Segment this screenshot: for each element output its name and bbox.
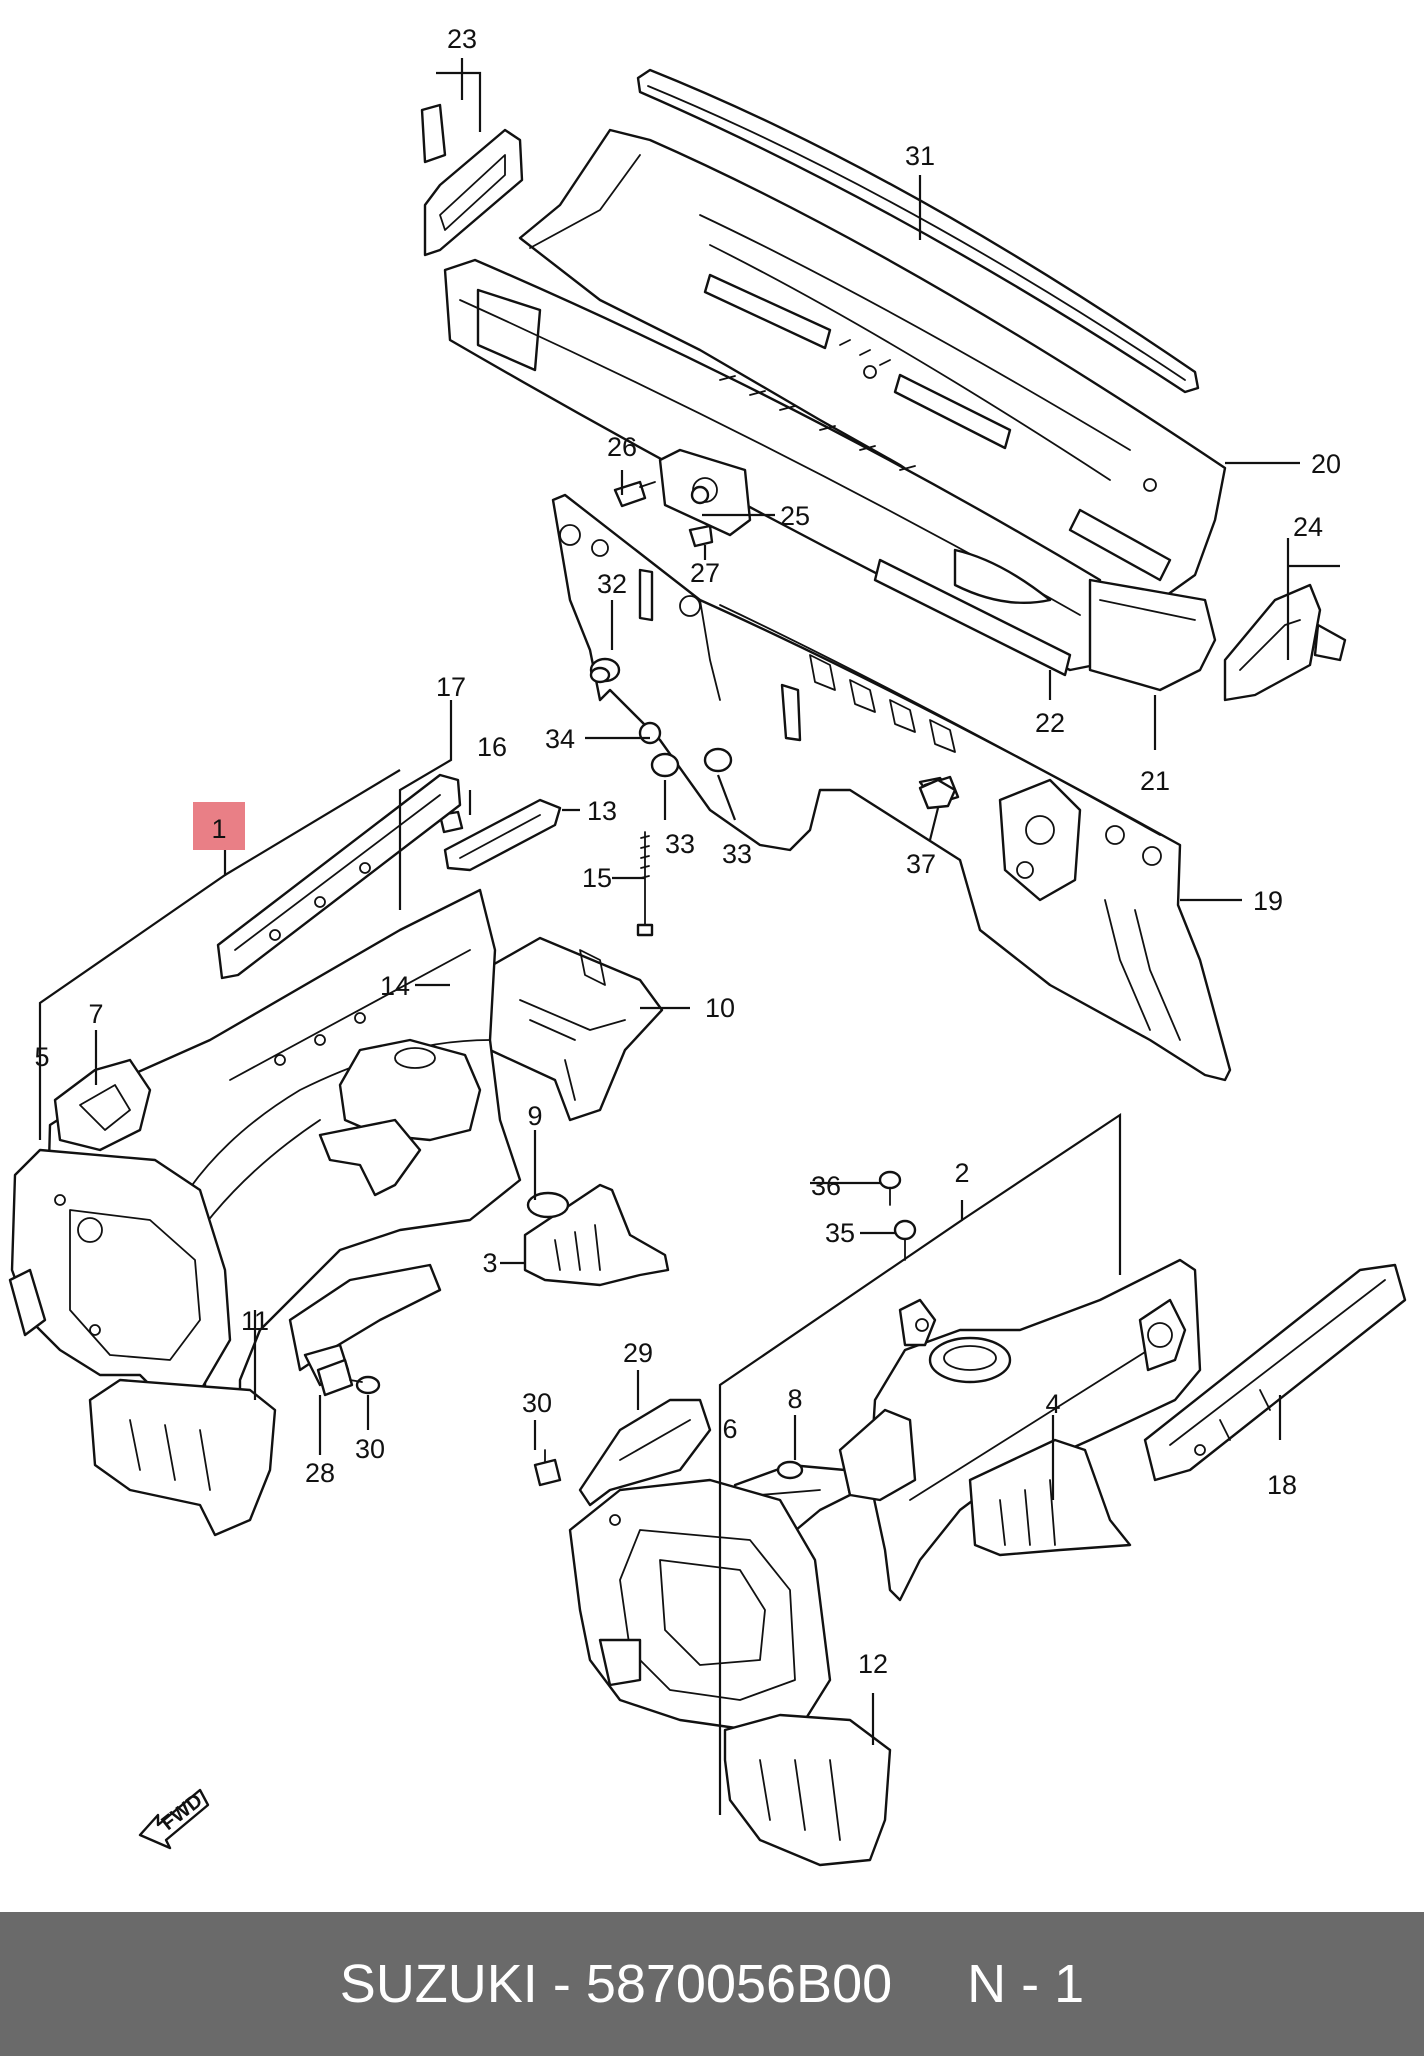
footer-bar: SUZUKI - 5870056B00 N - 1 bbox=[0, 1912, 1424, 2056]
part-10-battery-tray bbox=[473, 936, 664, 1122]
callout-28[interactable]: 28 bbox=[305, 1458, 335, 1488]
part-2-right-panel bbox=[868, 1258, 1202, 1602]
callout-24[interactable]: 24 bbox=[1293, 512, 1323, 542]
callout-2[interactable]: 2 bbox=[954, 1158, 969, 1188]
callout-15[interactable]: 15 bbox=[582, 863, 612, 893]
callout-21[interactable]: 21 bbox=[1140, 766, 1170, 796]
part-24-bracket bbox=[1223, 583, 1347, 702]
callout-10[interactable]: 10 bbox=[705, 993, 735, 1023]
part-37-grommet bbox=[918, 778, 957, 810]
brand-name: SUZUKI bbox=[339, 1954, 538, 2014]
part-5-left-panel-assembly bbox=[8, 888, 522, 1537]
callout-31[interactable]: 31 bbox=[905, 141, 935, 171]
leader-lines bbox=[38, 58, 1340, 1815]
callout-14[interactable]: 14 bbox=[380, 971, 410, 1001]
callout-32[interactable]: 32 bbox=[597, 569, 627, 599]
callout-12[interactable]: 12 bbox=[858, 1649, 888, 1679]
part-number: 5870056B00 bbox=[585, 1954, 893, 2014]
callout-36[interactable]: 36 bbox=[811, 1171, 841, 1201]
callout-23[interactable]: 23 bbox=[447, 24, 477, 54]
part-15-bolt bbox=[636, 831, 654, 937]
callout-29[interactable]: 29 bbox=[623, 1338, 653, 1368]
callout-27[interactable]: 27 bbox=[690, 558, 720, 588]
callout-33-right[interactable]: 33 bbox=[722, 839, 752, 869]
footer-caption: SUZUKI - 5870056B00 N - 1 bbox=[340, 1953, 1084, 2015]
callout-20[interactable]: 20 bbox=[1311, 449, 1341, 479]
part-31-cowl-strip bbox=[636, 68, 1200, 394]
part-6-right-front-assembly bbox=[568, 1398, 917, 1867]
highlight-box bbox=[193, 802, 245, 850]
diagram-code: N - 1 bbox=[967, 1954, 1085, 2014]
callout-1[interactable]: 1 bbox=[211, 814, 226, 844]
part-3-mount-bracket bbox=[523, 1183, 670, 1287]
callout-34[interactable]: 34 bbox=[545, 724, 575, 754]
callout-22[interactable]: 22 bbox=[1035, 708, 1065, 738]
callout-16[interactable]: 16 bbox=[477, 732, 507, 762]
fasteners-36-35 bbox=[878, 1170, 917, 1261]
callout-labels: 1 2 3 4 5 6 7 8 9 10 11 12 13 14 15 16 1… bbox=[34, 24, 1341, 1679]
callout-19[interactable]: 19 bbox=[1253, 886, 1283, 916]
callout-11[interactable]: 11 bbox=[241, 1306, 269, 1336]
callout-25[interactable]: 25 bbox=[780, 501, 810, 531]
callout-17[interactable]: 17 bbox=[436, 672, 466, 702]
part-18-right-rail bbox=[1143, 1263, 1407, 1482]
fwd-arrow: FWD bbox=[138, 1788, 210, 1850]
callout-37[interactable]: 37 bbox=[906, 849, 936, 879]
parts-diagram: FWD bbox=[8, 24, 1407, 1867]
part-19-dash-panel bbox=[551, 493, 1232, 1082]
callout-35[interactable]: 35 bbox=[825, 1218, 855, 1248]
callout-18[interactable]: 18 bbox=[1267, 1470, 1297, 1500]
callout-26[interactable]: 26 bbox=[607, 432, 637, 462]
footer-separator: - bbox=[537, 1954, 586, 2014]
callout-9[interactable]: 9 bbox=[527, 1101, 542, 1131]
part-22-dash-cross-panel bbox=[443, 258, 1102, 677]
callout-30-left[interactable]: 30 bbox=[355, 1434, 385, 1464]
callout-13[interactable]: 13 bbox=[587, 796, 617, 826]
callout-5[interactable]: 5 bbox=[34, 1042, 49, 1072]
callout-6[interactable]: 6 bbox=[722, 1414, 737, 1444]
callout-8[interactable]: 8 bbox=[787, 1384, 802, 1414]
part-13-bracket bbox=[443, 798, 562, 872]
callout-33-left[interactable]: 33 bbox=[665, 829, 695, 859]
callout-3[interactable]: 3 bbox=[482, 1248, 497, 1278]
callout-30-right[interactable]: 30 bbox=[522, 1388, 552, 1418]
part-21-lower-panel bbox=[1088, 578, 1217, 692]
footer-gap bbox=[892, 1954, 967, 2014]
callout-4[interactable]: 4 bbox=[1045, 1389, 1060, 1419]
part-23-bracket bbox=[420, 103, 524, 257]
fasteners-left bbox=[316, 1358, 381, 1397]
fastener-30-right bbox=[533, 1449, 562, 1487]
callout-7[interactable]: 7 bbox=[88, 999, 103, 1029]
